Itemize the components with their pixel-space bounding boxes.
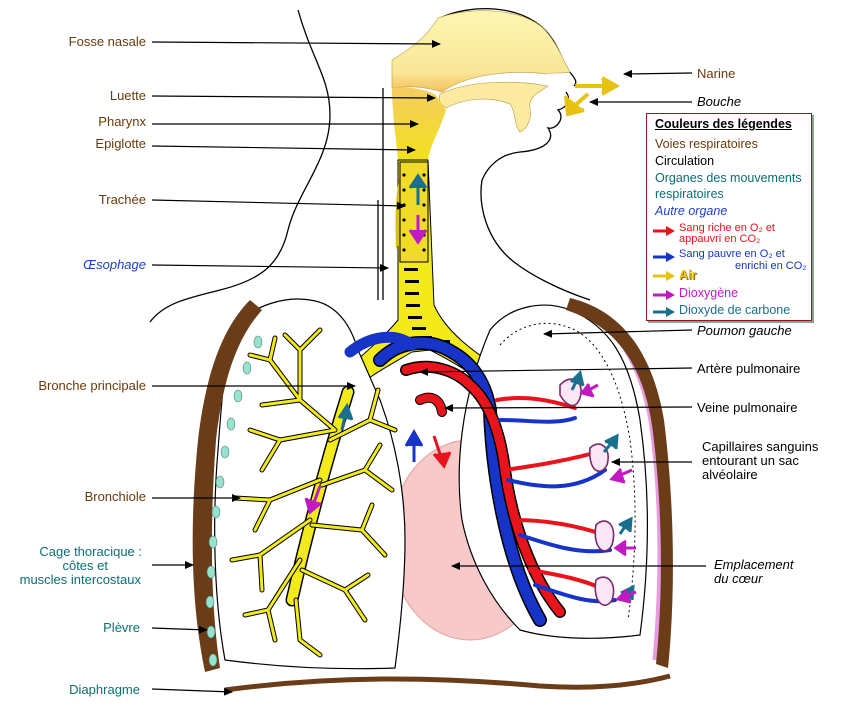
label-veine-pulmonaire: Veine pulmonaire [697,400,798,415]
legend-organes-line2: respiratoires [655,187,724,201]
legend-circulation: Circulation [655,154,715,168]
label-luette: Luette [109,88,146,103]
legend-sang-pauvre-line1: Sang pauvre en O₂ et [679,248,785,260]
label-oesophage: Œsophage [83,257,146,272]
diaphragm-shape [224,673,671,693]
label-capillaires-line2: entourant un sac [702,453,799,468]
legend-dioxyde: Dioxyde de carbone [679,303,791,317]
legend-co2-arrow-icon [653,307,675,317]
leader-lines [151,39,706,696]
label-pharynx: Pharynx [98,114,146,129]
legend-air-arrow-icon [653,271,675,281]
flow-arrows [304,76,637,604]
label-capillaires-line3: alvéolaire [702,467,758,482]
label-cage-line1: Cage thoracique : [39,544,142,559]
nasal-cavity [391,10,571,160]
legend-organes-line1: Organes des mouvements [655,171,802,185]
rib-muscles-right [205,335,263,667]
label-bouche: Bouche [697,94,742,109]
label-fosse-nasale: Fosse nasale [68,34,146,49]
legend-box: Couleurs des légendes Voies respiratoire… [646,113,812,321]
label-trachee: Trachée [98,192,146,207]
label-artere-pulmonaire: Artère pulmonaire [697,361,801,376]
legend-autre: Autre organe [655,204,728,218]
legend-red-arrow-icon [653,226,675,236]
label-epiglotte: Epiglotte [95,136,146,151]
label-capillaires-line1: Capillaires sanguins [702,439,819,454]
label-cage-line3: muscles intercostaux [19,572,141,587]
legend-air: Air [679,268,697,282]
label-poumon-gauche: Poumon gauche [697,323,792,338]
label-cage-line2: côtes et [62,558,108,573]
label-narine: Narine [697,66,736,81]
pulmonary-vessels [344,331,617,627]
label-bronchiole: Bronchiole [84,489,146,504]
label-coeur-line2: du cœur [714,571,763,586]
legend-voies: Voies respiratoires [655,137,758,151]
capillary-loops [559,378,615,606]
label-plevre: Plèvre [103,620,140,635]
label-diaphragme: Diaphragme [69,682,140,697]
legend-o2-arrow-icon [653,290,675,300]
label-bronche-principale: Bronche principale [38,378,146,393]
label-coeur-line1: Emplacement [714,557,794,572]
legend-sang-riche-line2: appauvri en CO₂ [679,233,761,245]
legend-sang-riche-line1: Sang riche en O₂ et [679,222,775,234]
legend-blue-arrow-icon [653,252,675,262]
legend-title: Couleurs des légendes [655,117,792,131]
legend-dioxygene: Dioxygène [679,286,739,300]
legend-sang-pauvre-line2: enrichi en CO₂ [735,260,807,272]
